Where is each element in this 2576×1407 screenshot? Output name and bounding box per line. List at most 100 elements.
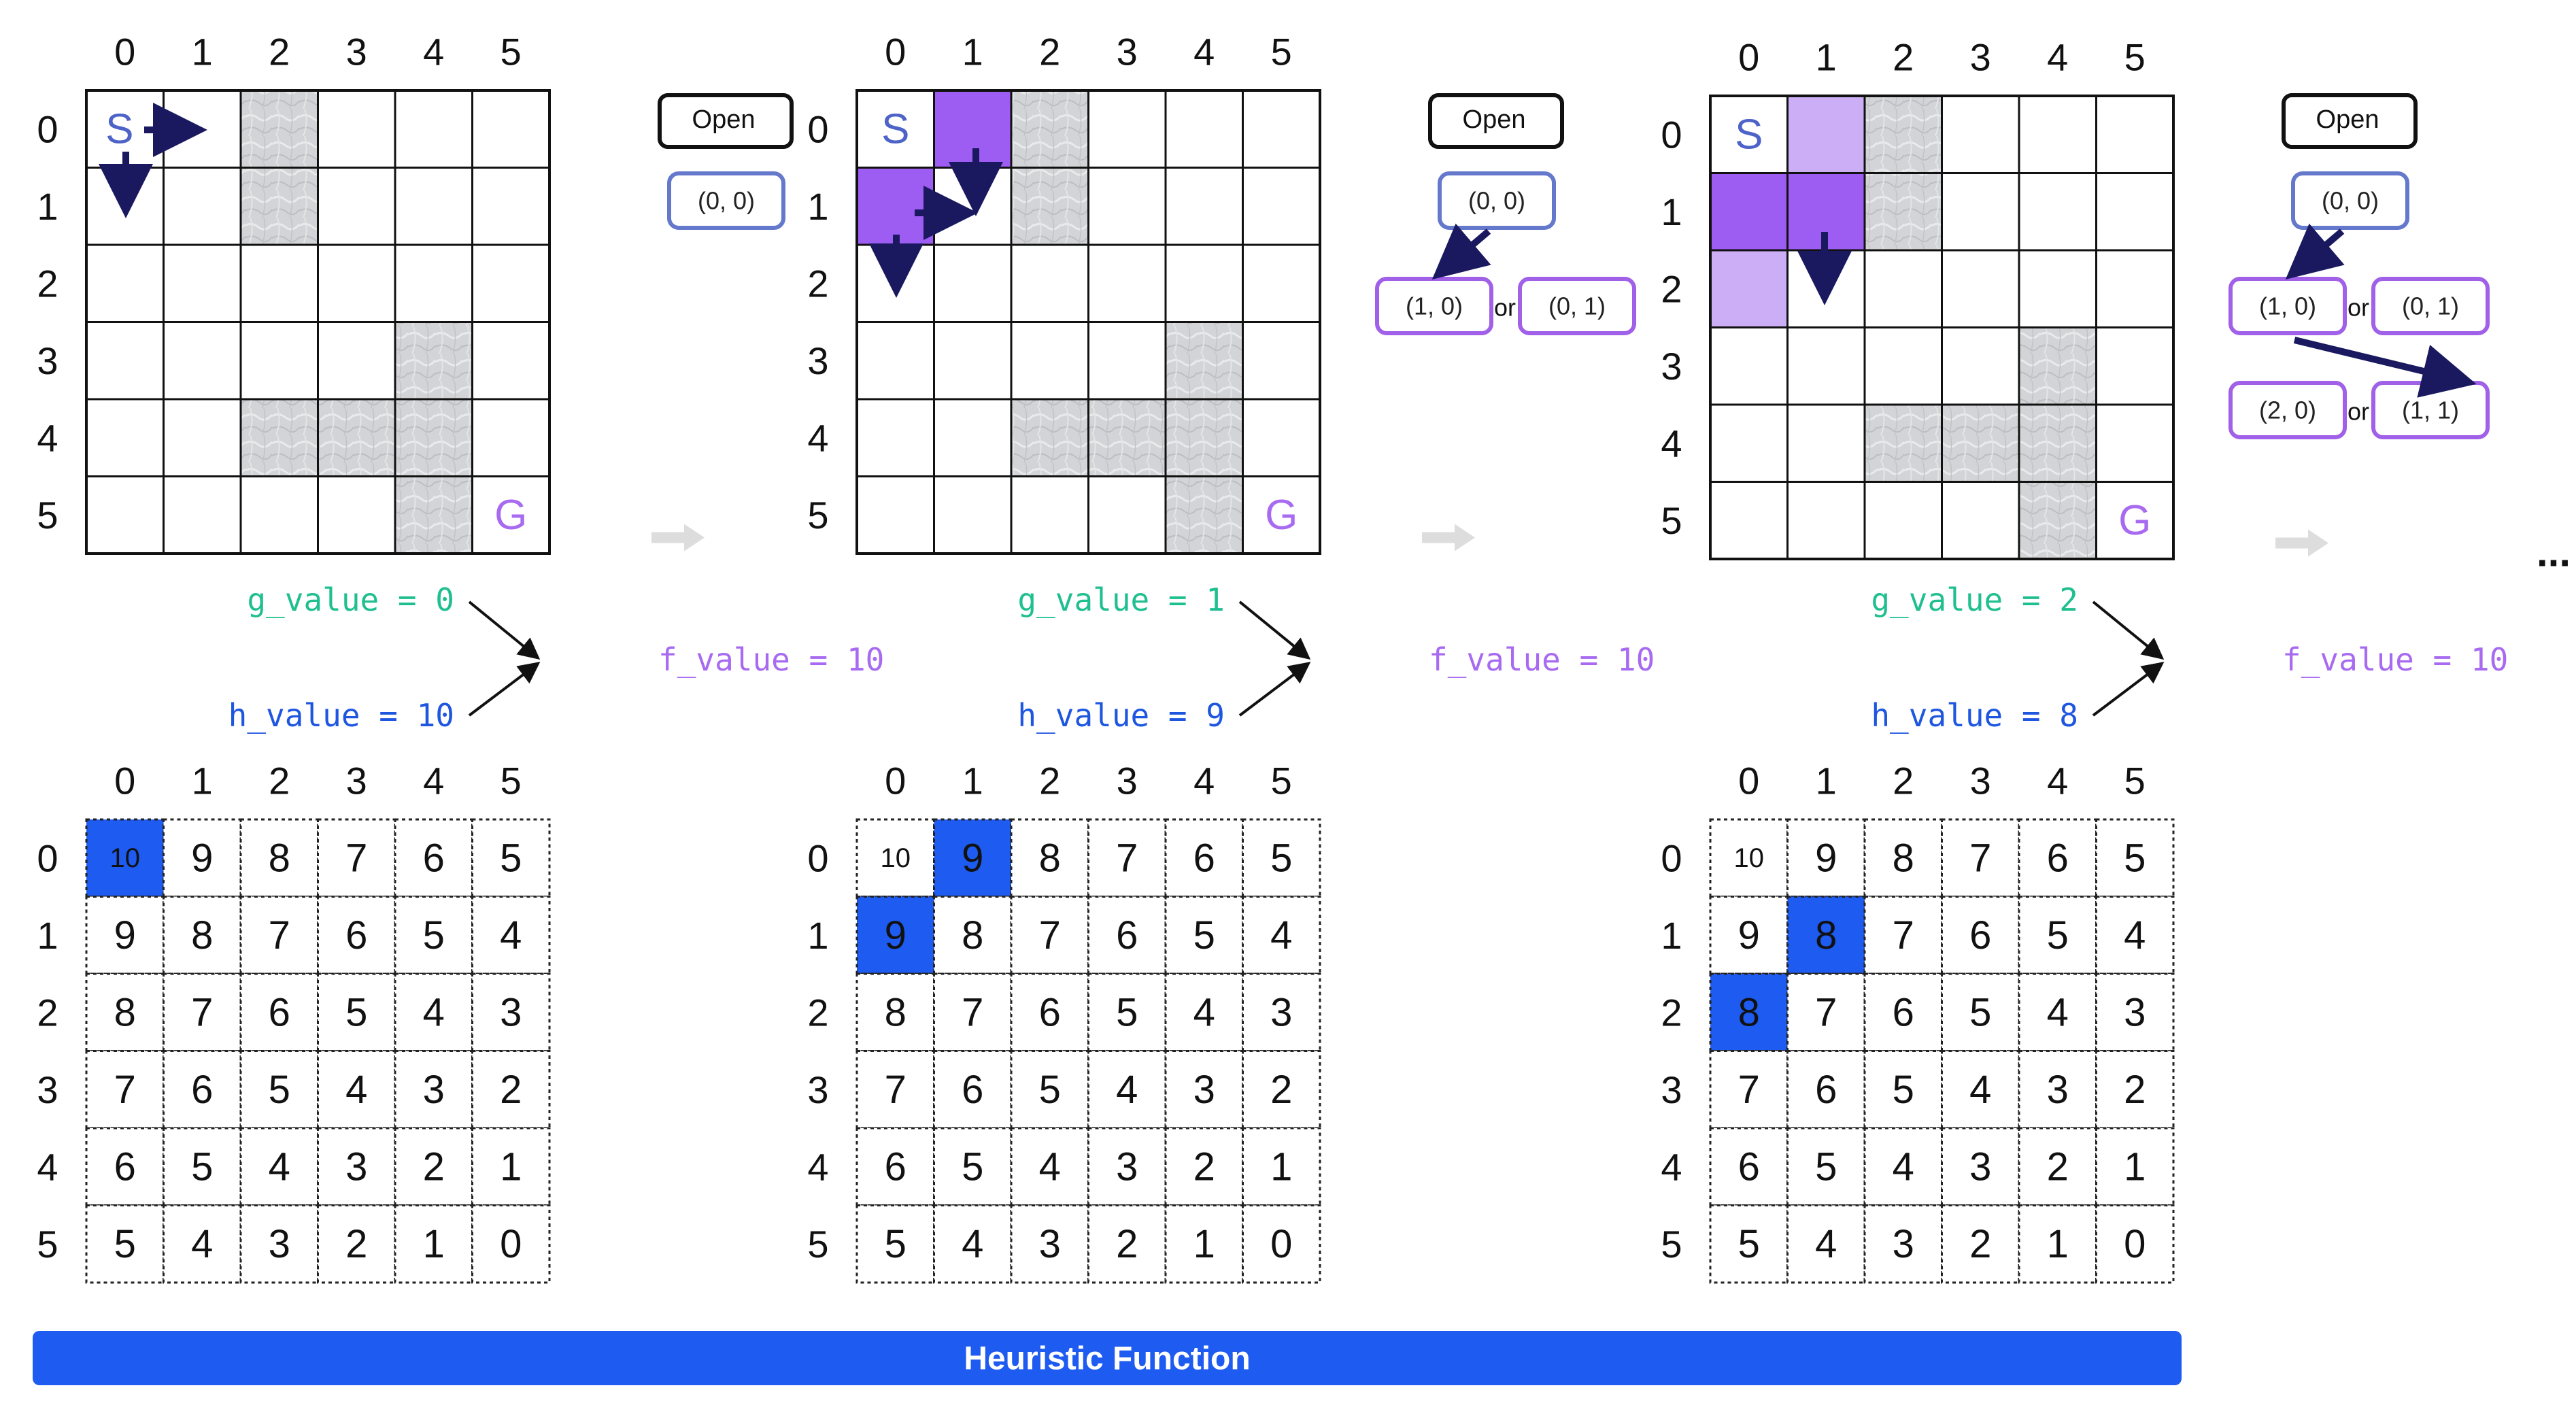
heuristic-value: 3 — [1270, 990, 1292, 1034]
heuristic-cell — [163, 1204, 242, 1284]
heuristic-value: 2 — [423, 1145, 445, 1189]
heuristic-value: 7 — [1738, 1068, 1760, 1112]
heuristic-value: 8 — [1893, 836, 1914, 880]
heuristic-value: 7 — [269, 913, 290, 957]
grid-cell — [1941, 172, 2020, 252]
heuristic-value: 7 — [885, 1068, 906, 1112]
grid-cell — [1164, 167, 1244, 246]
open-expand-arrow — [1431, 223, 1491, 279]
grid-border — [855, 89, 1321, 555]
grid-cell — [471, 321, 551, 401]
grid-cell — [394, 167, 473, 246]
grid-cell — [2095, 326, 2175, 406]
open-node-label: (0, 1) — [2402, 292, 2459, 320]
h-to-f-arrow — [468, 662, 541, 717]
heuristic-value: 8 — [1738, 990, 1760, 1034]
h-value-label: h_value = 8 — [1871, 697, 2078, 734]
grid-cell — [1087, 321, 1167, 401]
grid-row-label: 4 — [1661, 422, 1682, 464]
wall-cell — [239, 398, 319, 477]
heuristic-value: 6 — [962, 1068, 983, 1112]
heuristic-value: 6 — [1893, 990, 1914, 1034]
heuristic-value: 9 — [1815, 836, 1837, 880]
grid-cell — [855, 398, 935, 477]
grid-cell — [2018, 249, 2097, 328]
heuristic-value: 8 — [191, 913, 213, 957]
grid-row-label: 4 — [807, 416, 828, 459]
heuristic-cell — [1164, 1050, 1244, 1130]
heuristic-value: 4 — [269, 1145, 290, 1189]
heuristic-value: 8 — [114, 990, 136, 1034]
wall-cell — [2018, 326, 2097, 406]
wall-cell — [1863, 403, 1943, 483]
grid-row-label: 3 — [1661, 345, 1682, 388]
heuristic-cell — [2095, 1127, 2175, 1206]
heuristic-value: 7 — [1039, 913, 1061, 957]
heuristic-value: 1 — [1193, 1222, 1215, 1266]
heuristic-row-label: 4 — [1661, 1145, 1682, 1188]
grid-col-label: 0 — [1738, 36, 1759, 79]
grid-cell — [394, 89, 473, 169]
open-header-box — [2282, 93, 2418, 149]
grid-col-label: 1 — [962, 31, 983, 73]
wall-cell — [1010, 167, 1089, 246]
heuristic-value: 5 — [500, 836, 522, 880]
wall-cell — [1010, 89, 1089, 169]
heuristic-value: 7 — [1969, 836, 1991, 880]
grid-cell — [317, 475, 396, 555]
grid-cell — [1709, 172, 1789, 252]
heuristic-value: 4 — [2047, 990, 2069, 1034]
goal-marker: G — [494, 492, 527, 539]
heuristic-value: 9 — [1738, 913, 1760, 957]
heuristic-value: 7 — [114, 1068, 136, 1112]
heuristic-col-label: 1 — [192, 760, 213, 802]
heuristic-value: 7 — [962, 990, 983, 1034]
open-node-label: (0, 0) — [698, 187, 755, 215]
heuristic-value: 2 — [1116, 1222, 1138, 1266]
heuristic-cell — [1010, 1050, 1089, 1130]
heuristic-cell — [855, 818, 935, 898]
heuristic-cell — [1242, 896, 1321, 975]
heuristic-value: 7 — [1893, 913, 1914, 957]
grid-cell — [1242, 89, 1321, 169]
heuristic-col-label: 5 — [2124, 760, 2146, 802]
g-to-f-arrow — [468, 600, 541, 660]
grid-cell — [1010, 475, 1089, 555]
heuristic-cell — [394, 1127, 473, 1206]
heuristic-value: 5 — [1039, 1068, 1061, 1112]
or-label: or — [2348, 294, 2369, 322]
heuristic-value: 5 — [1738, 1222, 1760, 1266]
grid-col-label: 5 — [501, 31, 522, 73]
heuristic-value: 8 — [269, 836, 290, 880]
heuristic-row-label: 0 — [37, 836, 58, 879]
heuristic-value: 6 — [1738, 1145, 1760, 1189]
heuristic-col-label: 2 — [269, 760, 290, 802]
grid-col-label: 2 — [1893, 36, 1914, 79]
heuristic-value: 3 — [423, 1068, 445, 1112]
wall-cell — [394, 475, 473, 555]
heuristic-col-label: 5 — [501, 760, 522, 802]
grid-cell — [1863, 249, 1943, 328]
heuristic-col-label: 4 — [2047, 760, 2068, 802]
heuristic-value: 5 — [1815, 1145, 1837, 1189]
grid-cell — [471, 89, 551, 169]
heuristic-value: 6 — [1039, 990, 1061, 1034]
heuristic-cell — [1863, 1050, 1943, 1130]
grid-row-label: 5 — [1661, 499, 1682, 542]
grid-col-label: 3 — [1117, 31, 1138, 73]
start-marker: S — [881, 105, 909, 152]
heuristic-value: 8 — [1815, 913, 1837, 957]
heuristic-function-bar — [33, 1331, 2182, 1385]
grid-cell — [1010, 321, 1089, 401]
heuristic-cell — [394, 1204, 473, 1284]
grid-cell — [2095, 249, 2175, 328]
heuristic-value: 2 — [2124, 1068, 2146, 1112]
heuristic-value: 10 — [1734, 843, 1765, 873]
heuristic-value: 4 — [1193, 990, 1215, 1034]
grid-col-label: 4 — [423, 31, 444, 73]
heuristic-cell — [1087, 1050, 1167, 1130]
heuristic-value: 8 — [885, 990, 906, 1034]
open-node-label: (0, 1) — [1548, 292, 1606, 320]
heuristic-row-label: 3 — [807, 1068, 828, 1111]
